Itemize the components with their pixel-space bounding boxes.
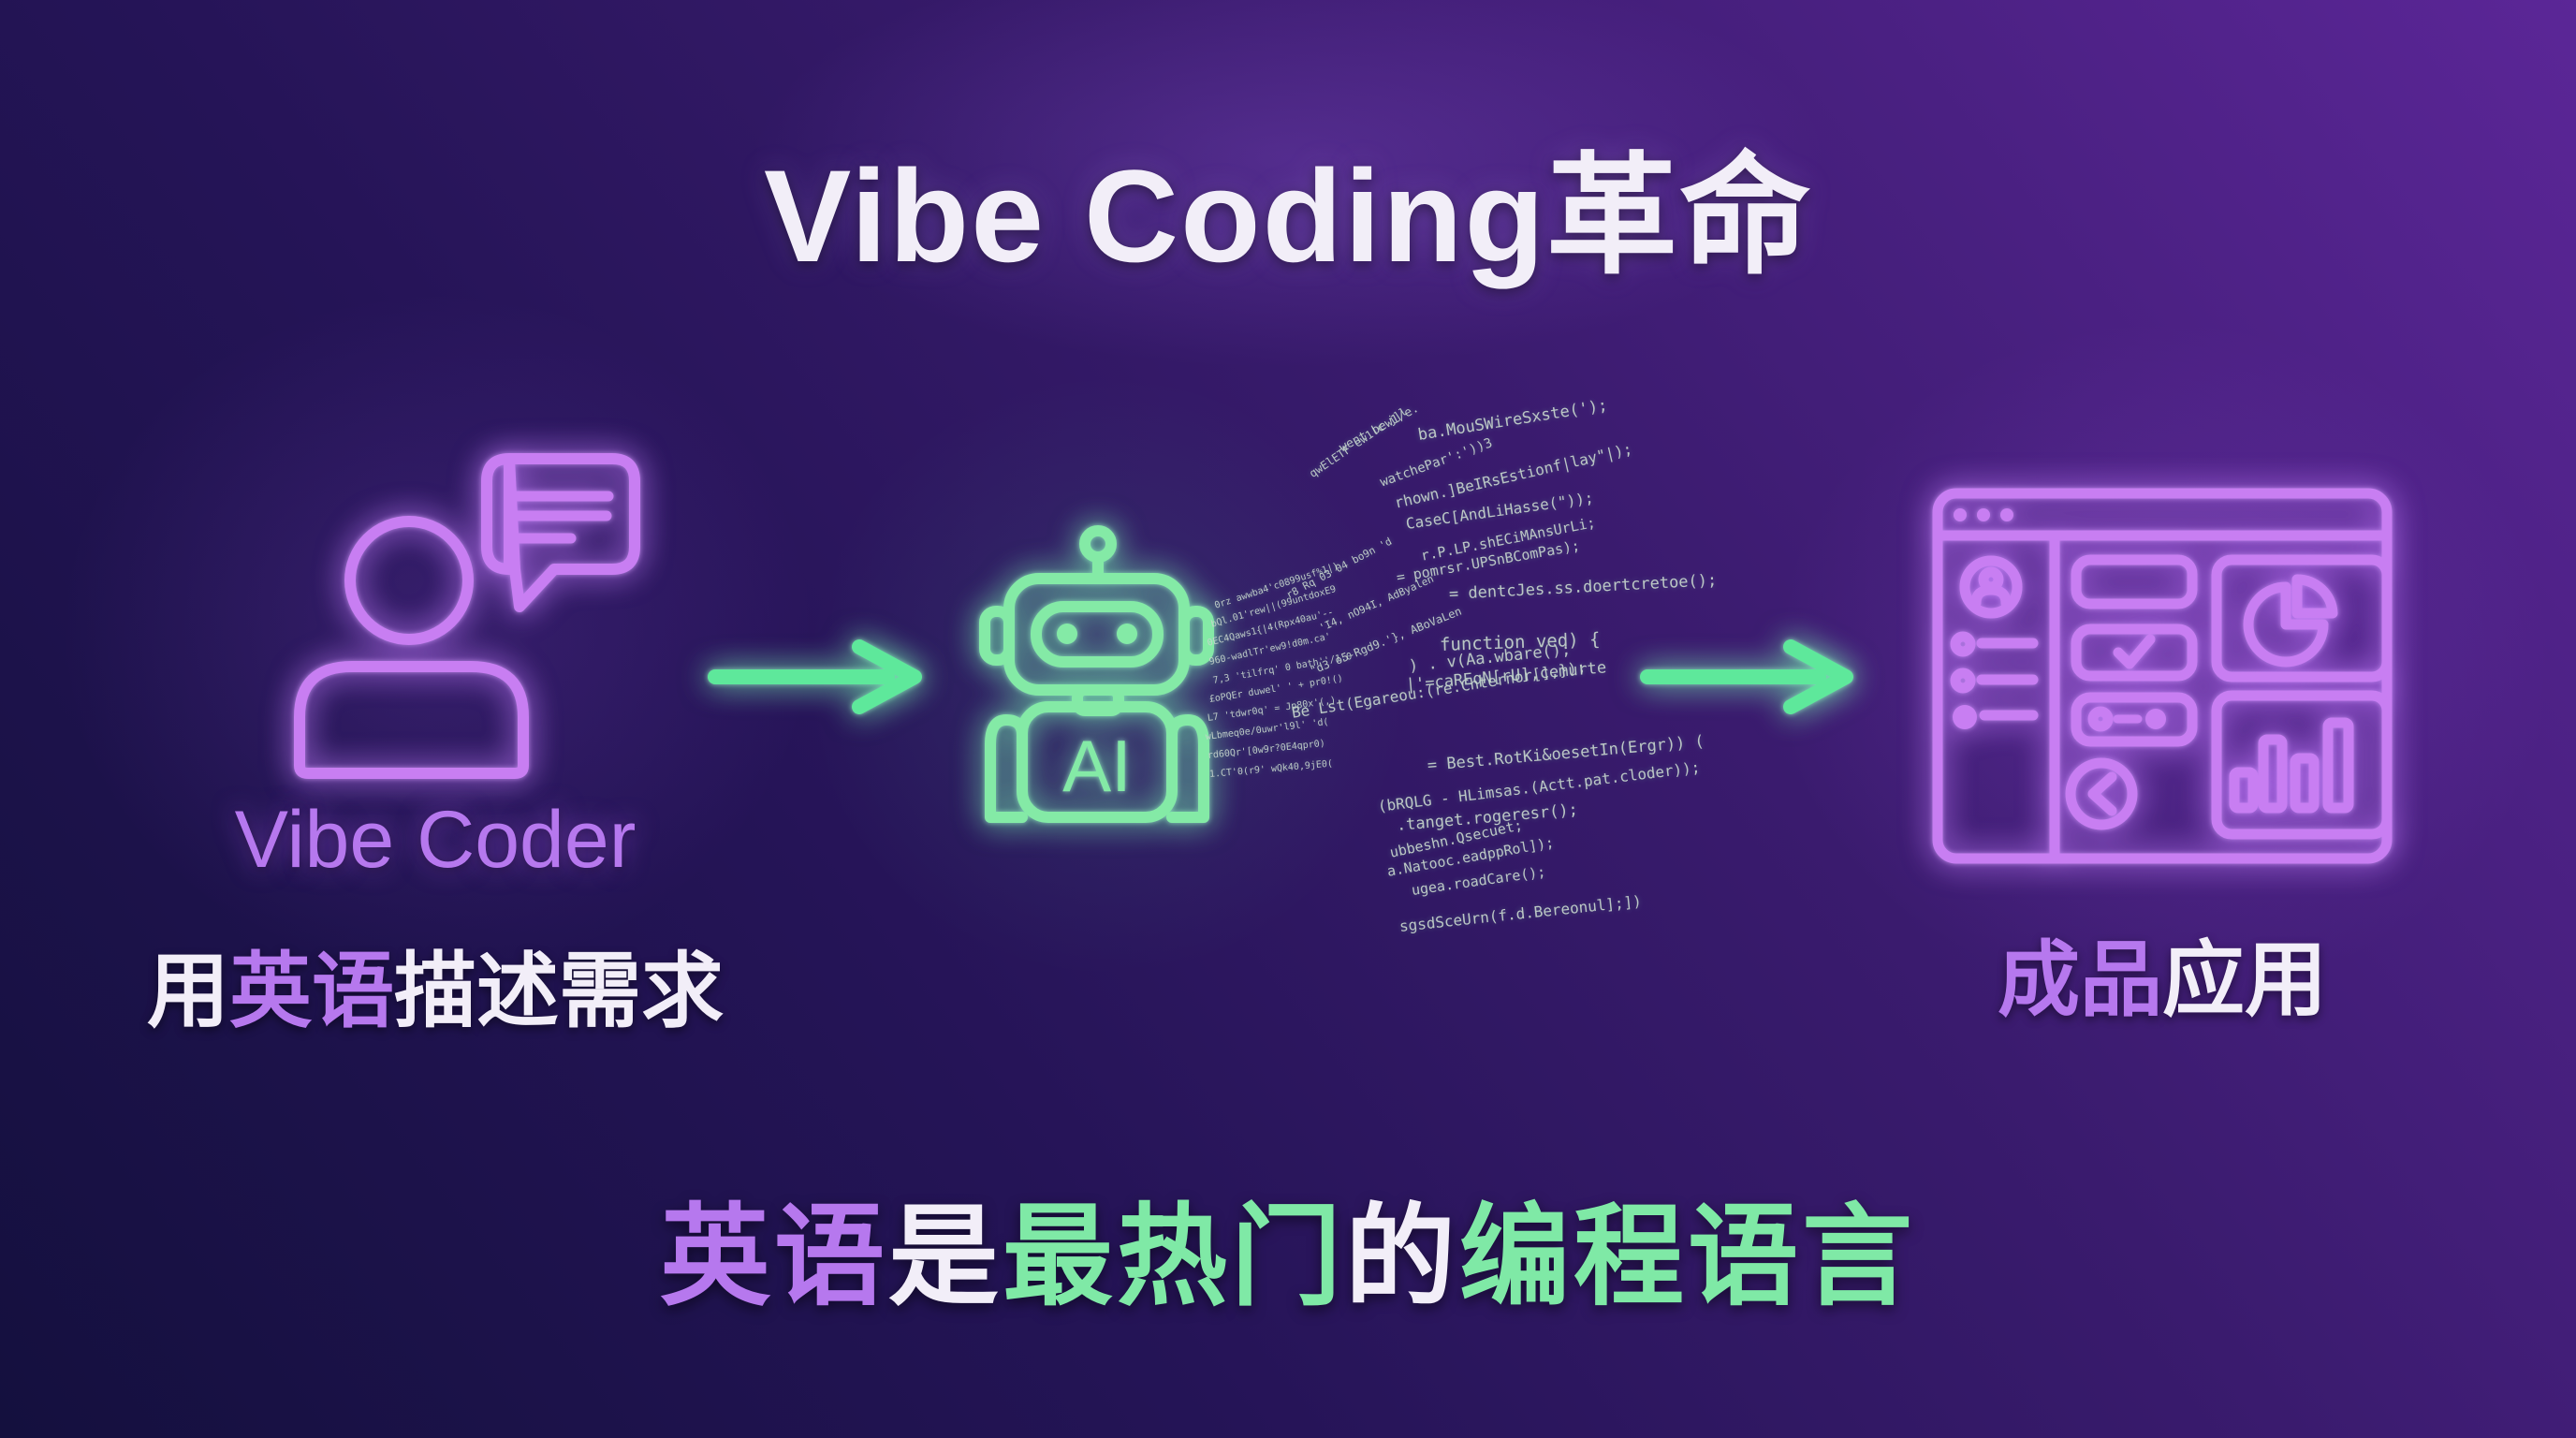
- caption-segment: 应用: [2162, 933, 2328, 1026]
- robot-ai-label: AI: [1062, 725, 1132, 807]
- robot-body-icon: AI: [985, 684, 1209, 823]
- headline-segment: 最热门: [1002, 1196, 1345, 1319]
- page-title: Vibe Coding革命: [763, 142, 1813, 289]
- code-line: ba.MouSWireSxste(');: [1416, 396, 1609, 445]
- vibe-coder-icon: [281, 440, 655, 805]
- arrow-right-icon-left: [702, 639, 927, 716]
- caption-segment: 用: [146, 945, 229, 1037]
- chevron-left-icon: [2087, 771, 2117, 816]
- vibe-coder-caption: 用英语描述需求: [56, 925, 814, 1044]
- pie-chart-card-icon: [2211, 554, 2393, 682]
- code-line: went bew1/e.: [1337, 401, 1422, 456]
- ai-robot-icon: AI: [955, 510, 1226, 847]
- bar-chart-card-icon: [2211, 690, 2393, 840]
- code-line: = dentcJes.ss.doertcretoe();: [1448, 571, 1718, 604]
- speech-bubble-icon: [481, 453, 640, 612]
- app-window-icon: [1928, 482, 2396, 875]
- sidebar-avatar-icon: [1959, 555, 2023, 619]
- robot-head-icon: [979, 573, 1214, 696]
- headline-segment: 的: [1345, 1196, 1460, 1319]
- back-circle-icon: [2065, 757, 2138, 830]
- caption-segment: 成品: [1997, 933, 2162, 1026]
- toggle-dot-icon: [2087, 706, 2114, 732]
- caption-segment: 描述需求: [394, 945, 724, 1037]
- person-icon: [294, 516, 529, 779]
- code-line: 1.CT'0(r9' wQk40,9jE0(: [1208, 758, 1334, 780]
- caption-segment: 英语: [228, 945, 394, 1037]
- browser-frame-icon: [1932, 488, 2393, 864]
- headline-segment: 是: [887, 1196, 1003, 1319]
- code-line: sgsdSceUrn(f.d.Bereonul];]): [1398, 891, 1643, 935]
- headline-segment: 英语: [659, 1196, 888, 1319]
- arrow-right-icon-right: [1638, 639, 1863, 716]
- app-caption: 成品应用: [1910, 914, 2415, 1033]
- vibe-coder-label: Vibe Coder: [234, 795, 637, 885]
- sidebar-list-icon: [1950, 631, 2039, 729]
- headline-segment: 编程语言: [1459, 1196, 1917, 1319]
- robot-antenna-icon: [1079, 525, 1117, 584]
- panel-buttons-icon: [2065, 554, 2198, 830]
- code-line: rd60Qr'[0w9r?0E4qpr0): [1207, 738, 1326, 761]
- check-icon: [2113, 634, 2156, 669]
- code-line: r8 Rq 03 04 bo9n 'd: [1283, 535, 1395, 602]
- bottom-headline: 英语是最热门的编程语言: [0, 1167, 2576, 1327]
